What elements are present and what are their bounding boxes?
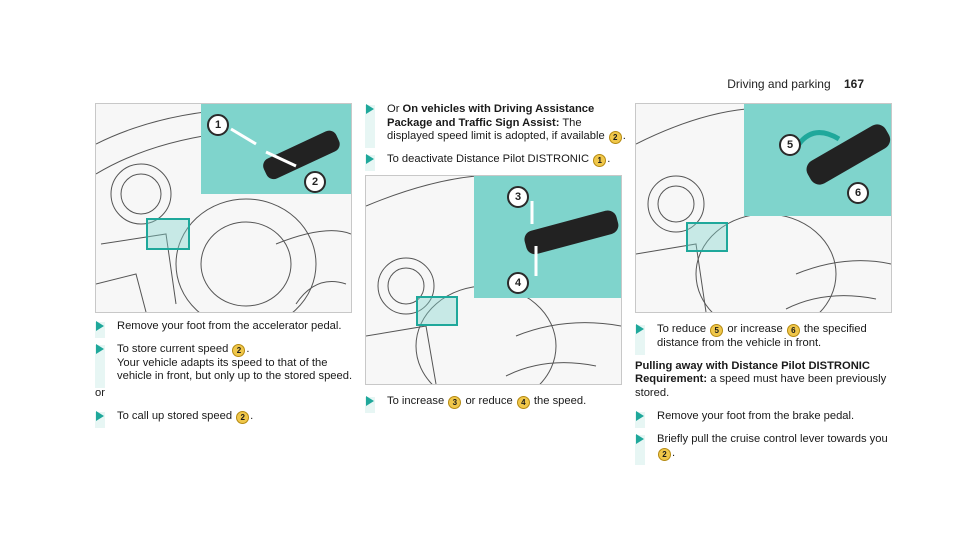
callout-2: 2 — [304, 171, 326, 193]
lever-inset — [474, 176, 621, 298]
badge: 3 — [448, 396, 462, 409]
badge: 4 — [516, 396, 530, 409]
column1-steps: Remove your foot from the accelerator pe… — [95, 320, 357, 433]
step-arrow-icon — [636, 411, 644, 422]
step-arrow-icon — [96, 321, 104, 331]
step-arrow-icon — [366, 396, 374, 406]
badge: 2 — [608, 131, 622, 145]
or-text: or — [95, 386, 105, 399]
callout-1: 1 — [207, 114, 229, 136]
step: To call up stored speed 2. — [95, 410, 357, 429]
step-arrow-icon — [96, 411, 104, 422]
column2-steps-top: Or On vehicles with Driving Assistance P… — [365, 103, 627, 176]
badge: 2 — [236, 411, 250, 425]
callout-4: 4 — [507, 272, 529, 294]
step: To store current speed 2. Your vehicle a… — [95, 343, 357, 388]
section-title: Driving and parking — [727, 77, 831, 91]
figure-lever-store-speed: 1 2 — [95, 103, 352, 313]
requirement-label: Requirement: — [635, 373, 708, 386]
step-arrow-icon — [636, 433, 644, 444]
step-arrow-icon — [96, 343, 104, 354]
lever-highlight — [146, 218, 190, 250]
dashboard-illustration — [96, 108, 351, 312]
callout-3: 3 — [507, 186, 529, 208]
step: To reduce 5 or increase 6 the specified … — [635, 323, 897, 355]
step-arrow-icon — [366, 104, 374, 114]
badge: 1 — [593, 154, 607, 168]
badge: 2 — [658, 447, 671, 461]
lever-inset — [744, 104, 891, 216]
column2-steps-bottom: To increase 3 or reduce 4 the speed. — [365, 395, 627, 418]
step: Remove your foot from the brake pedal. — [635, 410, 897, 428]
figure-lever-speed: 3 4 — [365, 175, 622, 385]
step-arrow-icon — [366, 154, 374, 165]
badge: 5 — [710, 324, 724, 337]
callout-5: 5 — [779, 134, 801, 156]
step-arrow-icon — [636, 324, 644, 334]
step: To increase 3 or reduce 4 the speed. — [365, 395, 627, 413]
step: To deactivate Distance Pilot DISTRONIC 1… — [365, 153, 627, 172]
figure-lever-distance: 5 6 — [635, 103, 892, 313]
lever-highlight — [416, 296, 458, 326]
step: Remove your foot from the accelerator pe… — [95, 320, 357, 338]
requirement-text: a speed must have been previously stored… — [635, 373, 887, 399]
callout-6: 6 — [847, 182, 869, 204]
lever-highlight — [686, 222, 728, 252]
badge: 2 — [232, 343, 246, 357]
badge: 6 — [786, 324, 800, 337]
page-number: 167 — [843, 77, 864, 91]
step: Briefly pull the cruise control lever to… — [635, 433, 897, 465]
column3-steps: To reduce 5 or increase 6 the specified … — [635, 323, 897, 470]
page-header: Driving and parking 167 — [727, 77, 864, 91]
step: Or On vehicles with Driving Assistance P… — [365, 103, 627, 149]
section-heading: Pulling away with Distance Pilot DISTRON… — [635, 359, 870, 372]
